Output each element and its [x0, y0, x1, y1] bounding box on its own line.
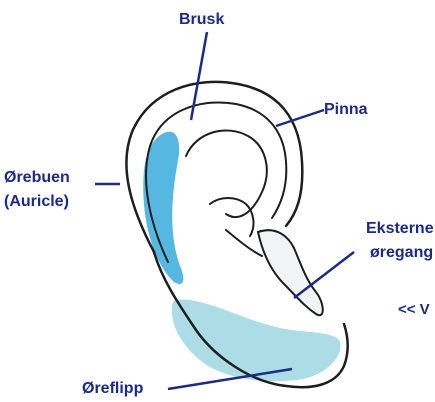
label-eksterne: Eksterne [366, 219, 434, 239]
label-auricle: (Auricle) [4, 192, 69, 212]
ear-tragus-fold [226, 230, 262, 256]
ear-canal-shape [258, 230, 323, 315]
leader-pinna [276, 110, 324, 126]
label-oregang: øregang [370, 243, 433, 263]
label-orebuen: Ørebuen [4, 168, 70, 188]
label-pinna: Pinna [324, 100, 368, 120]
leader-brusk [191, 32, 207, 120]
label-brusk: Brusk [179, 10, 224, 30]
label-oreflipp: Øreflipp [82, 379, 143, 399]
next-arrow-link[interactable]: << V [398, 300, 430, 320]
ear-antihelix-fold [186, 130, 267, 217]
